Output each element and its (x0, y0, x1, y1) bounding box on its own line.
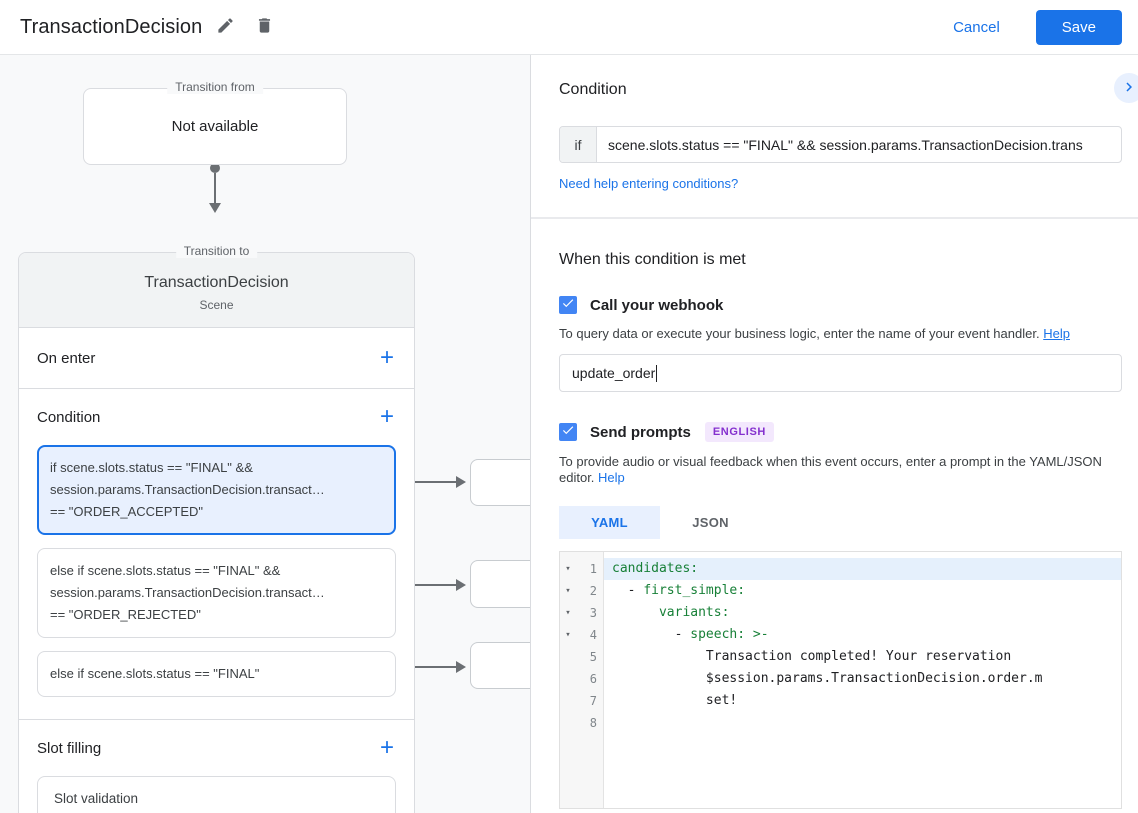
scene-card-header[interactable]: TransactionDecision Scene (19, 253, 414, 328)
scene-name: TransactionDecision (144, 274, 289, 291)
add-slot-button[interactable]: + (379, 734, 394, 761)
target-scene-box-3[interactable] (470, 642, 530, 689)
checkmark-icon (561, 296, 575, 315)
cancel-button[interactable]: Cancel (937, 11, 1016, 44)
scene-diagram-canvas: Transition from Not available Transition… (0, 55, 531, 813)
edit-scene-button[interactable] (210, 10, 241, 44)
slot-validation-card[interactable]: Slot validation (37, 776, 396, 813)
code-line: - first_simple: (612, 583, 746, 598)
send-prompts-label: Send prompts (590, 423, 691, 441)
condition-edit-panel: Condition if scene.slots.status == "FINA… (531, 55, 1138, 813)
line-number: 2 (589, 584, 597, 598)
condition-expression-input[interactable]: if scene.slots.status == "FINAL" && sess… (559, 126, 1122, 163)
chevron-right-icon (1120, 78, 1138, 99)
condition-card[interactable]: if scene.slots.status == "FINAL" && sessi… (37, 445, 396, 535)
conditions-help-link[interactable]: Need help entering conditions? (559, 176, 739, 191)
language-badge: ENGLISH (704, 422, 774, 442)
transition-from-label: Transition from (167, 80, 263, 94)
webhook-description: To query data or execute your business l… (559, 326, 1070, 341)
condition-card[interactable]: else if scene.slots.status == "FINAL" (37, 651, 396, 697)
prompts-help-link[interactable]: Help (598, 470, 625, 485)
transition-to-box: Transition to TransactionDecision Scene … (18, 244, 415, 813)
transition-from-value: Not available (171, 118, 259, 135)
webhook-help-link[interactable]: Help (1043, 326, 1070, 341)
fold-toggle-icon[interactable]: ▾ (565, 630, 571, 640)
transition-to-label: Transition to (175, 244, 258, 258)
send-prompts-checkbox[interactable] (559, 423, 577, 441)
condition-card-line: else if scene.slots.status == "FINAL" && (50, 563, 281, 578)
line-number: 5 (589, 650, 597, 664)
pencil-icon (216, 16, 235, 38)
webhook-label: Call your webhook (590, 296, 724, 314)
scene-type: Scene (199, 298, 234, 312)
condition-card-line: == "ORDER_REJECTED" (50, 607, 201, 622)
code-line (604, 712, 1121, 734)
slot-filling-section: Slot filling + Slot validation (19, 720, 414, 813)
when-met-heading: When this condition is met (559, 251, 746, 268)
add-condition-button[interactable]: + (379, 403, 394, 430)
webhook-handler-input[interactable]: update_order (559, 354, 1122, 392)
code-line: candidates: (604, 558, 1121, 580)
fold-toggle-icon[interactable]: ▾ (565, 608, 571, 618)
line-number: 6 (589, 672, 597, 686)
panel-title: Condition (559, 81, 627, 98)
target-scene-box-2[interactable] (470, 560, 530, 608)
line-number: 1 (589, 562, 597, 576)
save-button[interactable]: Save (1035, 9, 1122, 45)
checkmark-icon (561, 423, 575, 442)
transition-from-box: Transition from Not available (83, 80, 347, 165)
section-divider (531, 217, 1138, 219)
condition-section-label: Condition (37, 408, 101, 426)
code-line: $session.params.TransactionDecision.orde… (612, 671, 1043, 686)
editor-format-tabs: YAML JSON (559, 506, 1122, 539)
fold-toggle-icon[interactable]: ▾ (565, 586, 571, 596)
page-title: TransactionDecision (20, 15, 203, 38)
on-enter-section: On enter + (19, 328, 414, 389)
editor-gutter: ▾ 1 ▾ 2 ▾ 3 ▾ 4 5 6 7 8 (560, 552, 604, 808)
condition-card-line: else if scene.slots.status == "FINAL" (50, 666, 260, 681)
condition-section: Condition + if scene.slots.status == "FI… (19, 389, 414, 720)
on-enter-label: On enter (37, 349, 96, 367)
code-line: Transaction completed! Your reservation (612, 649, 1012, 664)
slot-filling-label: Slot filling (37, 739, 102, 757)
delete-scene-button[interactable] (249, 10, 280, 44)
webhook-checkbox[interactable] (559, 296, 577, 314)
trash-icon (255, 16, 274, 38)
if-prefix: if (560, 127, 597, 162)
condition-expression-value: scene.slots.status == "FINAL" && session… (608, 136, 1083, 153)
yaml-editor[interactable]: ▾ 1 ▾ 2 ▾ 3 ▾ 4 5 6 7 8 candidates: - first_simple:… (559, 551, 1122, 809)
collapse-panel-button[interactable] (1114, 73, 1138, 103)
condition-card[interactable]: else if scene.slots.status == "FINAL" &&… (37, 548, 396, 638)
tab-json[interactable]: JSON (692, 515, 729, 530)
condition-card-line: session.params.TransactionDecision.trans… (50, 585, 325, 600)
condition-card-line: session.params.TransactionDecision.trans… (50, 482, 325, 497)
condition-card-line: == "ORDER_ACCEPTED" (50, 504, 203, 519)
line-number: 4 (589, 628, 597, 642)
line-number: 3 (589, 606, 597, 620)
code-line: set! (612, 693, 738, 708)
editor-code-area[interactable]: candidates: - first_simple: variants: - … (604, 552, 1121, 808)
target-scene-box-1[interactable] (470, 459, 530, 506)
top-bar: TransactionDecision Cancel Save (0, 0, 1138, 55)
fold-toggle-icon[interactable]: ▾ (565, 564, 571, 574)
add-on-enter-button[interactable]: + (379, 344, 394, 371)
text-caret (656, 364, 658, 382)
condition-card-line: if scene.slots.status == "FINAL" && (50, 460, 253, 475)
line-number: 8 (589, 716, 597, 730)
tab-yaml[interactable]: YAML (559, 506, 660, 539)
condition-card-list: if scene.slots.status == "FINAL" && sessi… (37, 445, 396, 719)
code-line: variants: (658, 605, 730, 620)
code-line: - speech: >- (612, 627, 769, 642)
prompts-description: To provide audio or visual feedback when… (559, 454, 1102, 485)
line-number: 7 (589, 694, 597, 708)
